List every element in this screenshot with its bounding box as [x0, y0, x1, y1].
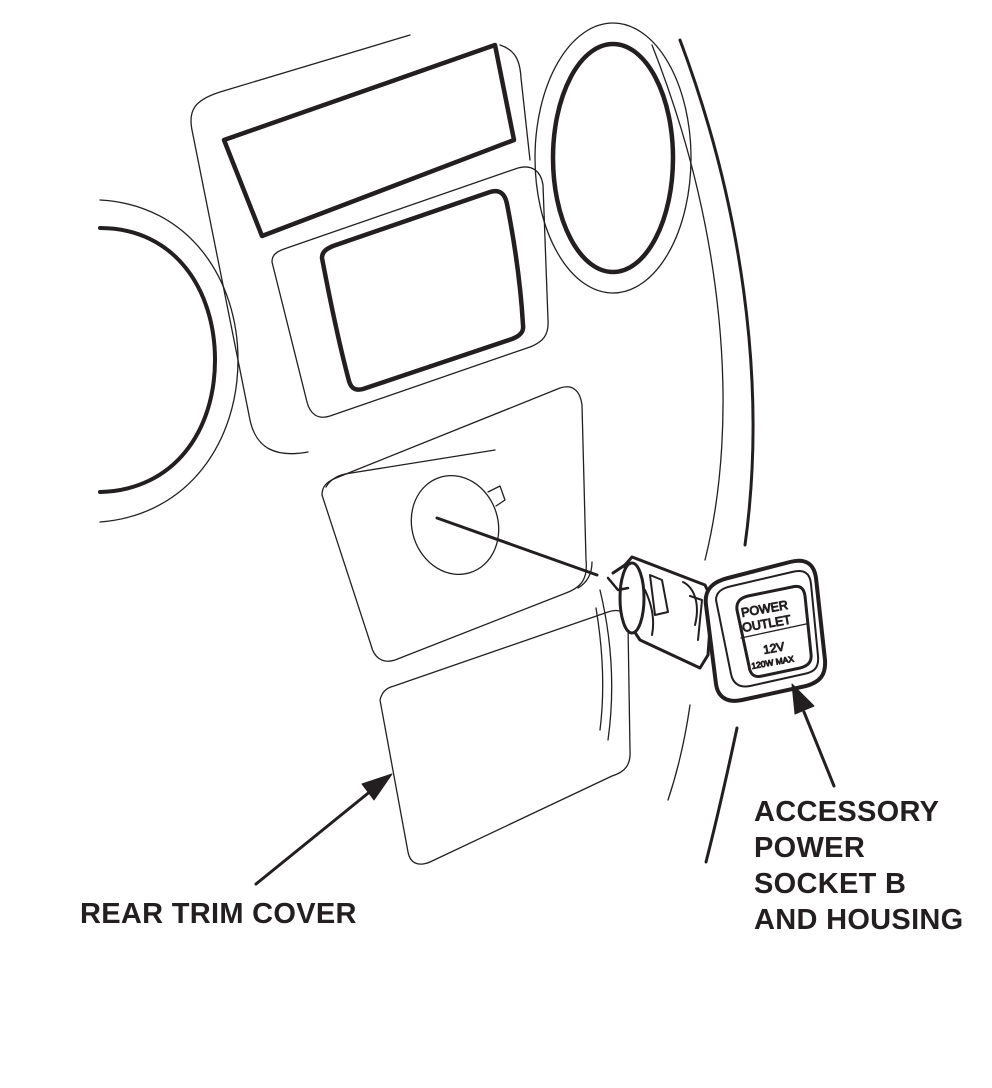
socket-panel [321, 386, 613, 741]
socket-face-line3: 12V [762, 639, 785, 656]
power-socket-label-line3: SOCKET B [754, 868, 907, 900]
power-socket-label-line2: POWER [754, 832, 866, 864]
dashboard-edge [651, 38, 755, 864]
socket-opening [410, 474, 506, 576]
center-panel [190, 34, 531, 455]
power-socket-label-line1: ACCESSORY [754, 796, 940, 828]
upper-display [221, 42, 517, 239]
power-socket-label: ACCESSORY POWER SOCKET B AND HOUSING [754, 794, 964, 938]
rear-trim-arrow [254, 773, 393, 886]
round-vent [534, 22, 692, 294]
power-socket-assembly: POWER OUTLET 12V 120W MAX [606, 555, 828, 703]
install-guide-line [435, 516, 599, 577]
left-gauge [98, 199, 239, 523]
power-socket-label-line4: AND HOUSING [754, 904, 964, 936]
rear-trim-cover [379, 609, 631, 865]
socket-arrow [791, 683, 836, 788]
rear-trim-cover-label: REAR TRIM COVER [80, 898, 357, 930]
middle-screen [271, 166, 549, 418]
